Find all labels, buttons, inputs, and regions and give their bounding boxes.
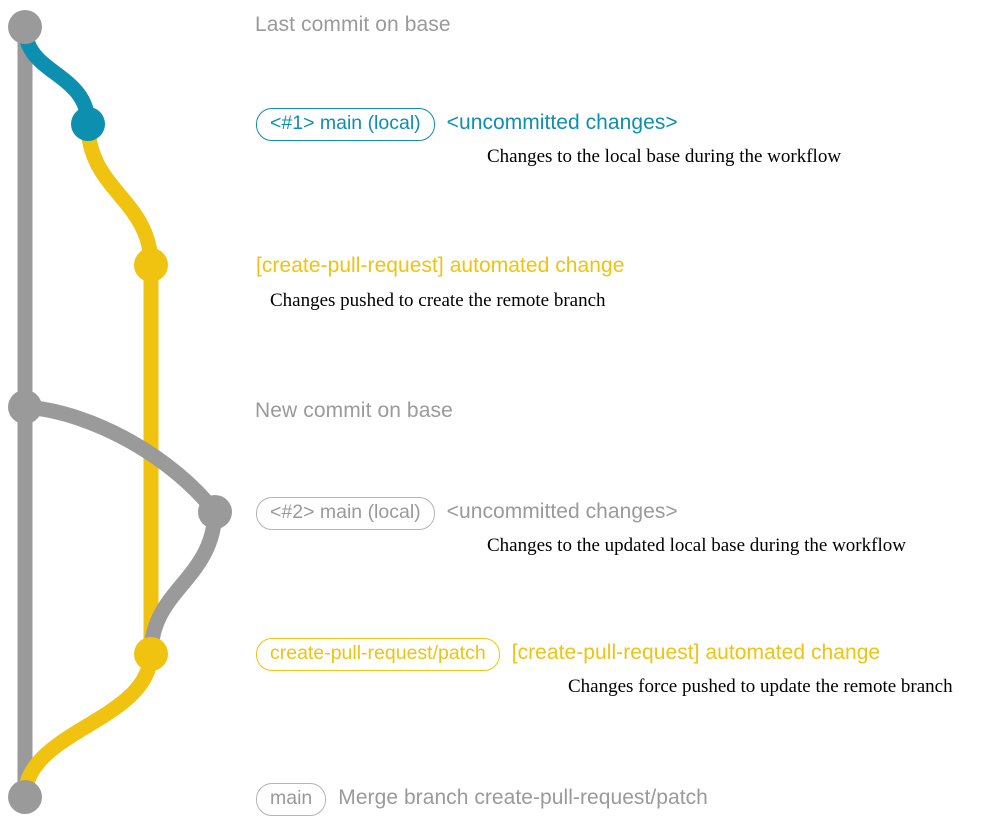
- commit-message-4: [create-pull-request] automated change: [511, 641, 881, 664]
- branch-badge-main[interactable]: main: [256, 783, 327, 816]
- edge-local2-to-patch2: [143, 504, 223, 662]
- commit-message-1: <uncommitted changes>: [446, 111, 678, 134]
- commit-message-3: <uncommitted changes>: [446, 500, 678, 523]
- row-commit-5: main Merge branch create-pull-request/pa…: [256, 783, 708, 816]
- commit-description-2: Changes pushed to create the remote bran…: [270, 290, 606, 311]
- edge-base2-to-local2: [17, 399, 223, 520]
- edge-base1-to-local1: [17, 19, 96, 132]
- commit-message-2: [create-pull-request] automated change: [256, 254, 625, 277]
- commit-message-5: Merge branch create-pull-request/patch: [338, 786, 708, 809]
- branch-badge-main-local-1[interactable]: <#1> main (local): [256, 108, 435, 141]
- node-patch-1[interactable]: [134, 248, 168, 282]
- node-local-2[interactable]: [198, 495, 232, 529]
- row-commit-1: <#1> main (local) <uncommitted changes>: [256, 108, 678, 141]
- node-patch-2[interactable]: [134, 637, 168, 671]
- commit-description-1: Changes to the local base during the wor…: [487, 146, 842, 167]
- branch-badge-create-pull-request-patch[interactable]: create-pull-request/patch: [256, 638, 500, 671]
- row-commit-4: create-pull-request/patch [create-pull-r…: [256, 638, 880, 671]
- row-commit-2: [create-pull-request] automated change: [256, 254, 624, 278]
- row-new-commit-on-base: New commit on base: [255, 399, 453, 423]
- edge-patch2-to-base3: [17, 646, 159, 805]
- commit-description-3: Changes to the updated local base during…: [487, 535, 906, 556]
- edge-local1-to-patch1: [80, 116, 159, 273]
- branch-badge-main-local-2[interactable]: <#2> main (local): [256, 497, 435, 530]
- node-local-1[interactable]: [71, 107, 105, 141]
- section-heading-new-commit: New commit on base: [255, 399, 453, 422]
- node-base-2[interactable]: [8, 390, 42, 424]
- node-base-3[interactable]: [8, 780, 42, 814]
- row-last-commit-on-base: Last commit on base: [255, 13, 451, 37]
- section-heading-last-commit: Last commit on base: [255, 13, 451, 36]
- commit-description-4: Changes force pushed to update the remot…: [568, 676, 953, 697]
- row-commit-3: <#2> main (local) <uncommitted changes>: [256, 497, 678, 530]
- node-base-1[interactable]: [8, 10, 42, 44]
